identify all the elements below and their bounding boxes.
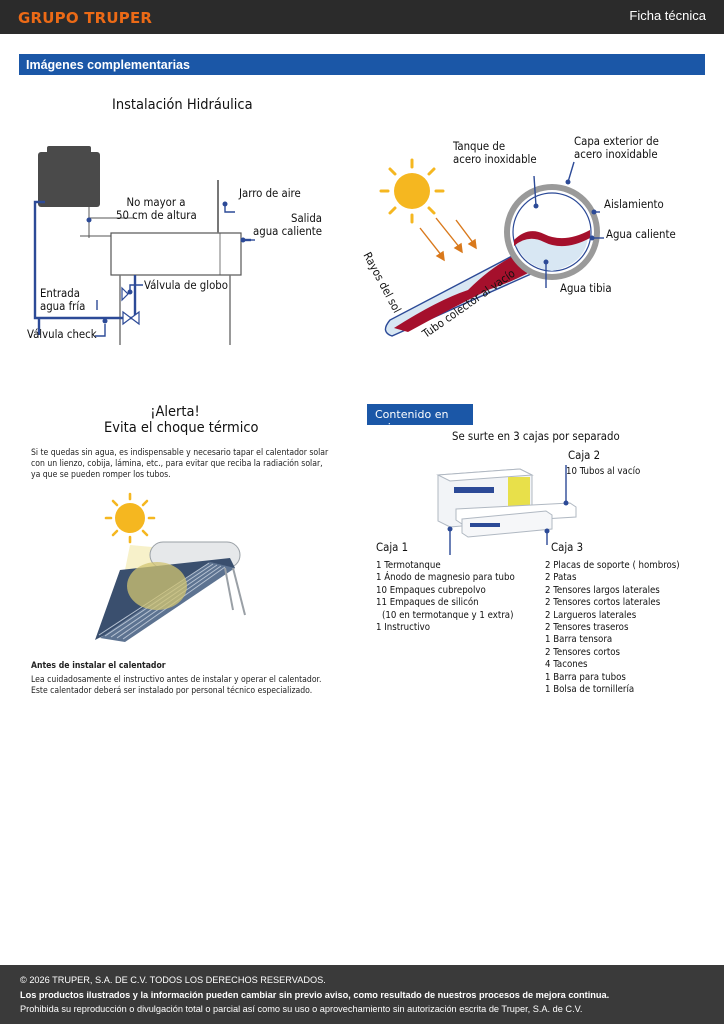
brand-logo[interactable]: GRUPO TRUPER [18,9,153,27]
list-item: 1 Ánodo de magnesio para tubo [376,572,515,584]
sun-icon [379,158,445,224]
section-title: Imágenes complementarias [26,58,190,72]
installation-diagram [33,146,255,345]
section-header: Imágenes complementarias [19,54,705,75]
label-outer-layer: Capa exterior de acero inoxidable [574,135,659,161]
footer-copyright: © 2026 TRUPER, S.A. DE C.V. TODOS LOS DE… [20,975,326,985]
footer-legal: Prohibida su reproducción o divulgación … [20,1004,583,1014]
label-steel-tank: Tanque de acero inoxidable [453,140,537,166]
box3-list: 2 Placas de soporte ( hombros) 2 Patas 2… [545,560,680,696]
before-install-title: Antes de instalar el calentador [31,661,166,671]
boxes-badge: Contenido en cajas [367,404,473,434]
list-item: 2 Largueros laterales [545,609,637,621]
list-item: 1 Termotanque [376,560,441,571]
label-max-height: No mayor a 50 cm de altura [116,196,197,222]
label-hot-outlet: Salida agua caliente [253,212,322,238]
list-item: 2 Tensores cortos [545,646,621,658]
list-item: 1 Bolsa de tornillería [545,684,635,696]
covered-heater-illustration [95,492,246,642]
box2-title: Caja 2 [568,449,601,462]
list-item: 11 Empaques de silicón [376,597,479,609]
list-item: 1 Instructivo [376,622,431,634]
list-item: 2 Patas [545,572,577,584]
list-item: 4 Tacones [545,659,588,671]
top-bar: GRUPO TRUPER Ficha técnica [0,0,724,34]
alert-body: Si te quedas sin agua, es indispensable … [31,448,329,480]
installation-title: Instalación Hidráulica [112,97,253,113]
list-item: 10 Tubos al vacío [566,466,641,477]
list-item: 1 Barra para tubos [545,671,626,683]
label-warm-water: Agua tibia [560,282,612,295]
list-item: 10 Empaques cubrepolvo [376,584,486,596]
label-globe-valve: Válvula de globo [144,279,228,292]
label-cold-inlet: Entrada agua fría [40,287,86,313]
vacuum-tube-diagram [379,158,604,337]
alert-title: ¡Alerta! Evita el choque térmico [104,404,259,436]
label-check-valve: Válvula check [27,328,97,341]
boxes-subtitle: Se surte en 3 cajas por separado [452,430,620,443]
box1-list: 1 Termotanque 1 Ánodo de magnesio para t… [376,560,515,634]
list-item: (10 en termotanque y 1 extra) [382,609,514,621]
page-footer: © 2026 TRUPER, S.A. DE C.V. TODOS LOS DE… [0,965,724,1024]
list-item: 2 Tensores largos laterales [545,584,660,596]
list-item: 2 Placas de soporte ( hombros) [545,560,680,571]
list-item: 2 Tensores traseros [545,622,629,634]
box1-title: Caja 1 [376,541,409,554]
sun-icon [104,492,156,544]
label-insulation: Aislamiento [604,198,664,211]
footer-notice: Los productos ilustrados y la informació… [20,990,610,1000]
label-air-jar: Jarro de aire [239,187,301,200]
before-install-body: Lea cuidadosamente el instructivo antes … [31,675,322,696]
list-item: 2 Tensores cortos laterales [545,597,661,609]
box2-list: 10 Tubos al vacío [566,466,640,478]
doc-type-label: Ficha técnica [629,8,706,23]
list-item: 1 Barra tensora [545,634,613,646]
box3-title: Caja 3 [551,541,584,554]
label-hot-water: Agua caliente [606,228,676,241]
boxes-illustration [436,465,577,555]
boxes-badge-label: Contenido en cajas [375,408,449,434]
